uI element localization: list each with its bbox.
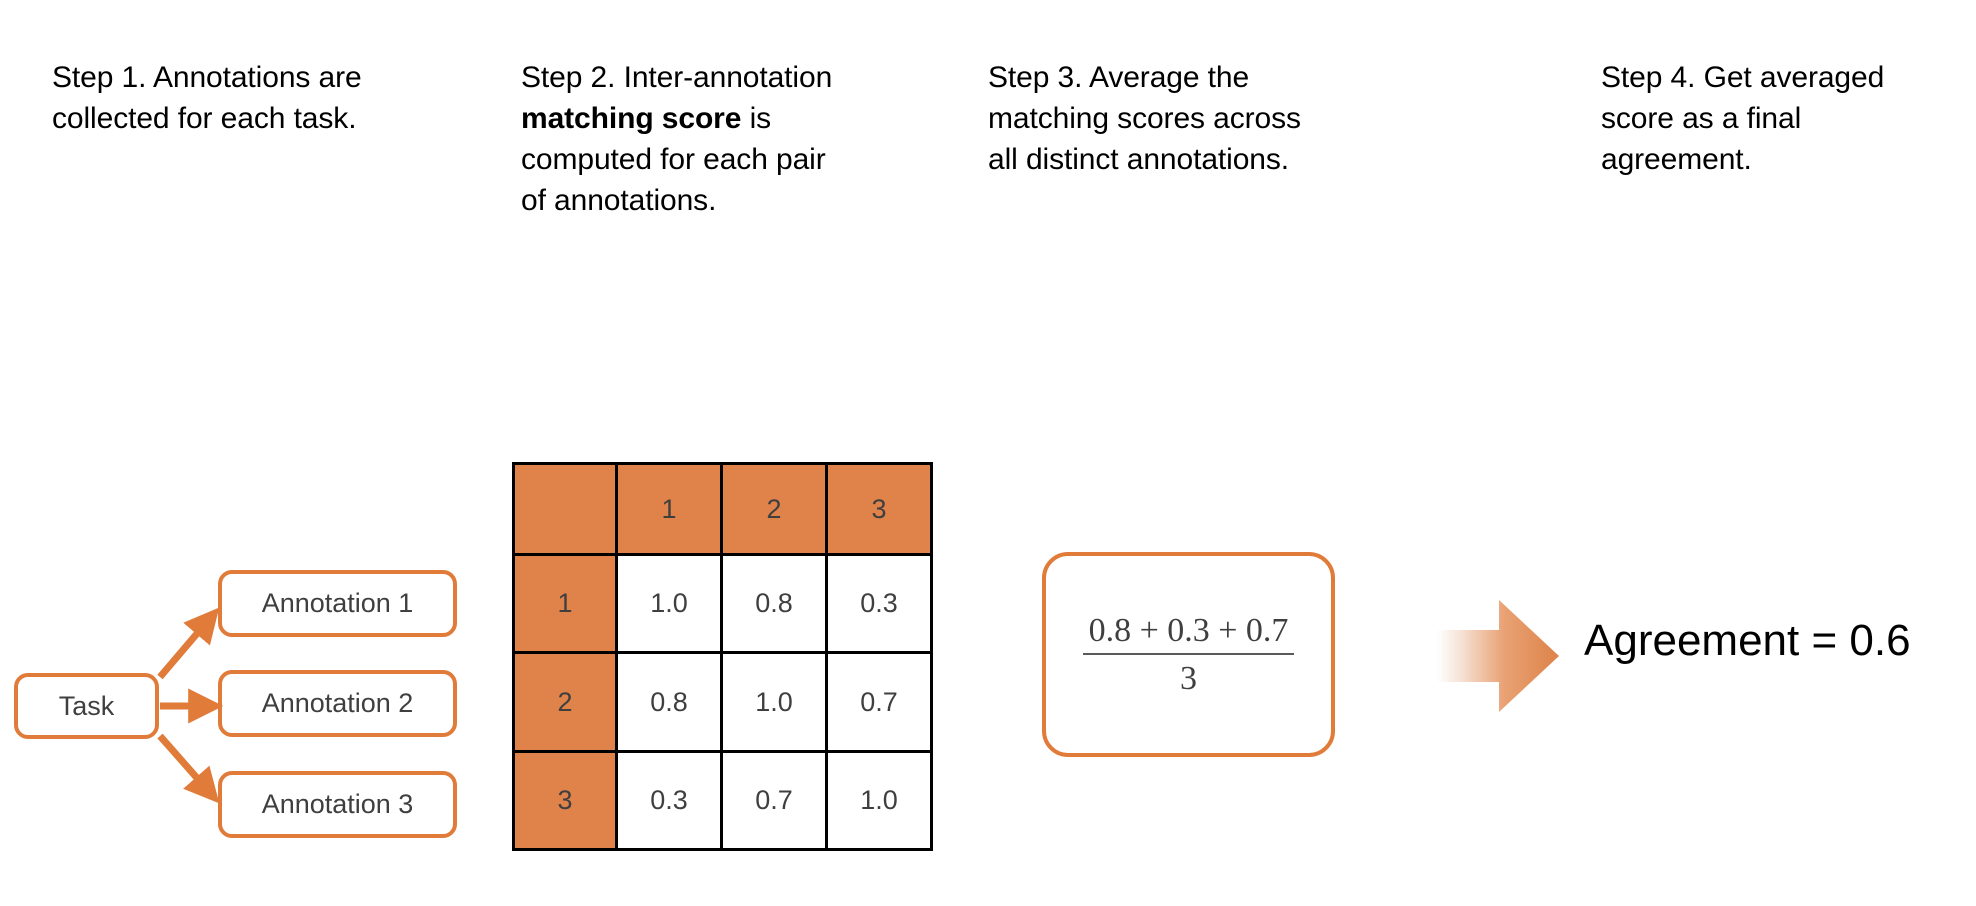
matrix-col-header-1: 1 <box>615 461 723 557</box>
step-1-heading: Step 1. Annotations are collected for ea… <box>52 61 362 135</box>
average-fraction: 0.8 + 0.3 + 0.7 3 <box>1082 611 1295 698</box>
matrix-row-header-2: 2 <box>512 651 618 753</box>
matrix-cell-1-1: 1.0 <box>615 553 723 655</box>
task-node: Task <box>14 673 159 739</box>
matrix-cell-3-1: 0.3 <box>615 749 723 852</box>
matrix-col-header-3: 3 <box>825 461 933 557</box>
fraction-denominator: 3 <box>1179 660 1197 697</box>
agreement-result-text: Agreement = 0.6 <box>1584 616 1911 665</box>
arrow-task-to-annotation-1 <box>157 607 220 680</box>
flow-arrows-group <box>157 607 224 804</box>
matrix-cell-2-1: 0.8 <box>615 651 723 753</box>
matrix-row-header-1: 1 <box>512 553 618 655</box>
matrix-row: 3 0.3 0.7 1.0 <box>512 749 933 852</box>
step-2-bold-term: matching score <box>521 102 742 135</box>
step-2-prefix: Step 2. Inter-annotation <box>521 61 833 94</box>
matrix-cell-2-3: 0.7 <box>825 651 933 753</box>
fraction-numerator: 0.8 + 0.3 + 0.7 <box>1088 611 1289 649</box>
step-4-heading: Step 4. Get averaged score as a final ag… <box>1601 61 1885 176</box>
fraction-bar <box>1082 653 1295 655</box>
matching-score-matrix: 1 2 3 1 1.0 0.8 0.3 2 0.8 1.0 0.7 3 0.3 … <box>512 461 933 852</box>
step-3-heading: Step 3. Average the matching scores acro… <box>988 61 1301 176</box>
matrix-cell-3-2: 0.7 <box>720 749 828 852</box>
matrix-header-row: 1 2 3 <box>512 461 933 557</box>
matrix-row-header-3: 3 <box>512 749 618 852</box>
matrix-cell-1-3: 0.3 <box>825 553 933 655</box>
matrix-cell-1-2: 0.8 <box>720 553 828 655</box>
average-formula-card: 0.8 + 0.3 + 0.7 3 <box>1042 552 1335 757</box>
step-2-heading: Step 2. Inter-annotation matching score … <box>521 57 851 221</box>
matrix-corner-cell <box>512 461 618 557</box>
annotation-3-node: Annotation 3 <box>218 771 457 838</box>
annotation-2-node: Annotation 2 <box>218 670 457 737</box>
matrix-row: 1 1.0 0.8 0.3 <box>512 553 933 655</box>
matrix-cell-3-3: 1.0 <box>825 749 933 852</box>
right-arrow-icon <box>1437 600 1559 712</box>
matrix-col-header-2: 2 <box>720 461 828 557</box>
annotation-1-node: Annotation 1 <box>218 570 457 637</box>
matrix-row: 2 0.8 1.0 0.7 <box>512 651 933 753</box>
arrow-task-to-annotation-3 <box>157 733 220 804</box>
step-2-suffix: is computed for each pair of annotations… <box>521 102 826 217</box>
matrix-cell-2-2: 1.0 <box>720 651 828 753</box>
